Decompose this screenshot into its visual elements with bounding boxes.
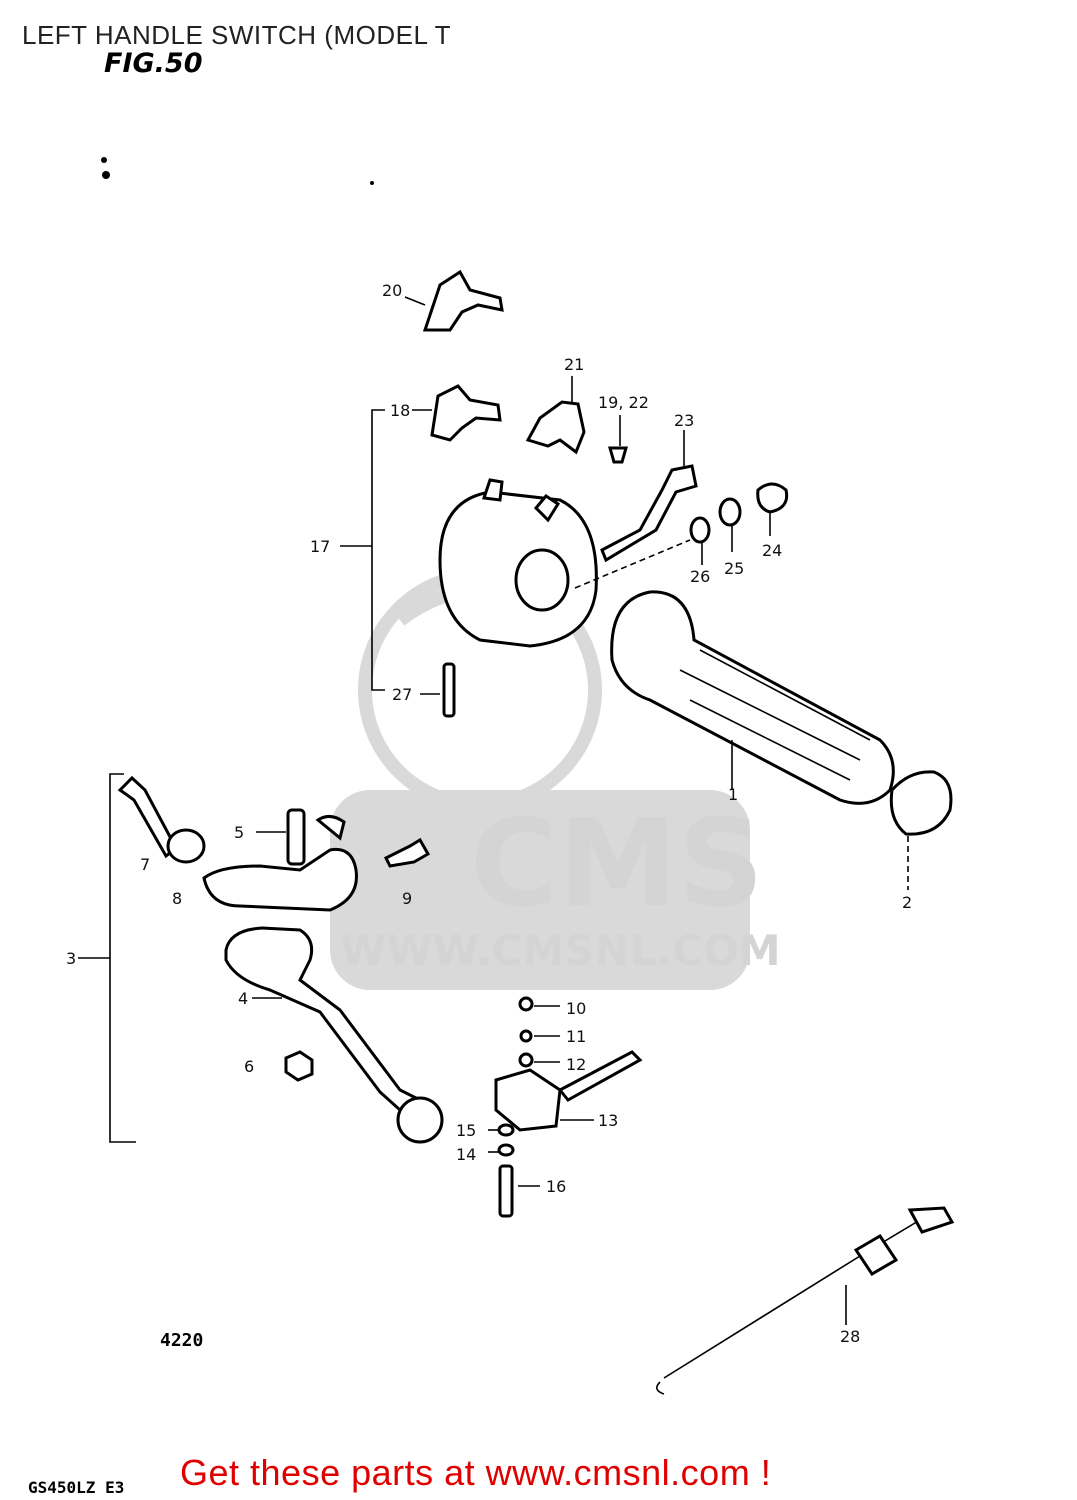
- watermark-url: WWW.CMSNL.COM: [340, 926, 781, 975]
- callout-21: 21: [564, 355, 584, 374]
- part-8-washer: [166, 828, 206, 864]
- callout-24: 24: [762, 541, 782, 560]
- watermark-brand: CMS: [470, 795, 764, 934]
- callout-1: 1: [728, 785, 738, 804]
- part-14-washer: [497, 1143, 515, 1157]
- part-23-bracket: [600, 464, 698, 563]
- handwritten-mark: 4220: [160, 1330, 204, 1351]
- callout-8: 8: [172, 889, 182, 908]
- callout-15: 15: [456, 1121, 476, 1140]
- page-title: LEFT HANDLE SWITCH (MODEL T: [22, 20, 452, 50]
- part-21-bracket: [525, 400, 586, 455]
- callout-25: 25: [724, 559, 744, 578]
- part-5-lever-holder: [202, 808, 358, 912]
- part-9-screw: [383, 837, 431, 868]
- watermark: CMS WWW.CMSNL.COM: [330, 568, 781, 990]
- callout-6: 6: [244, 1057, 254, 1076]
- part-6-nut: [284, 1050, 314, 1082]
- part-20-clamp: [422, 269, 504, 332]
- watermark-badge: [330, 790, 750, 990]
- part-10-screw: [518, 996, 534, 1012]
- buy-parts-link[interactable]: Get these parts at www.cmsnl.com !: [180, 1452, 772, 1493]
- leader-line: [404, 296, 426, 306]
- part-28-clutch-cable: [656, 1206, 955, 1395]
- callout-17: 17: [310, 537, 330, 556]
- callout-2: 2: [902, 893, 912, 912]
- part-17-switch-housing: [438, 478, 598, 648]
- part-11-washer: [519, 1029, 533, 1043]
- callout-4: 4: [238, 989, 248, 1008]
- part-19-screw: [608, 446, 628, 464]
- callout-13: 13: [598, 1111, 618, 1130]
- callout-14: 14: [456, 1145, 476, 1164]
- part-27-screw: [442, 662, 456, 718]
- part-2-end-cap: [889, 770, 953, 836]
- figure-label: FIG.50: [104, 48, 203, 79]
- speck: [370, 181, 374, 185]
- part-26-washer: [689, 516, 711, 544]
- assembly-line: [574, 539, 691, 589]
- part-25-nut: [718, 497, 742, 527]
- callout-26: 26: [690, 567, 710, 586]
- callout-12: 12: [566, 1055, 586, 1074]
- callout-16: 16: [546, 1177, 566, 1196]
- callout-27: 27: [392, 685, 412, 704]
- callout-9: 9: [402, 889, 412, 908]
- part-15-washer: [497, 1123, 515, 1137]
- group-bracket-3: [109, 773, 136, 1143]
- callout-20: 20: [382, 281, 402, 300]
- part-12-spring: [518, 1052, 534, 1068]
- group-bracket-17: [371, 409, 385, 691]
- speck: [101, 157, 107, 163]
- model-code: GS450LZ E3: [28, 1478, 125, 1497]
- callout-5: 5: [234, 823, 244, 842]
- callout-7: 7: [140, 855, 150, 874]
- part-13-clutch-switch: [494, 1050, 643, 1132]
- callout-19-22: 19, 22: [598, 393, 649, 412]
- callout-23: 23: [674, 411, 694, 430]
- callout-18: 18: [390, 401, 410, 420]
- callout-28: 28: [840, 1327, 860, 1346]
- callout-10: 10: [566, 999, 586, 1018]
- callout-3: 3: [66, 949, 76, 968]
- speck: [102, 171, 110, 179]
- part-18-clamp: [430, 384, 502, 442]
- part-4-clutch-lever: [224, 926, 444, 1144]
- callout-labels: 20 21 18 19, 22 23 17 24 25 26 27 1 2 5 …: [66, 281, 912, 1346]
- part-24-cap: [756, 482, 789, 514]
- part-16-screw: [498, 1164, 514, 1218]
- callout-11: 11: [566, 1027, 586, 1046]
- part-1-grip: [610, 590, 895, 805]
